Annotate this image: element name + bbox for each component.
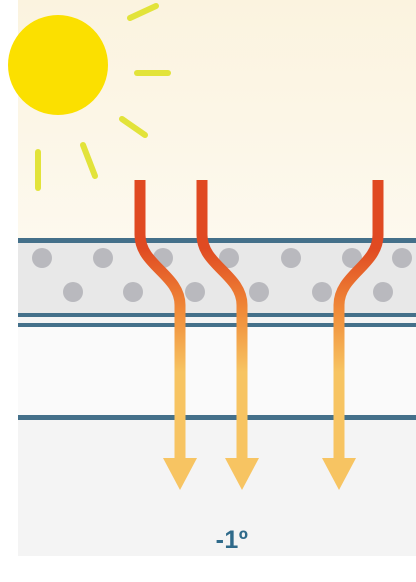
gas-particle-icon [392,248,412,268]
pane-gap [18,323,416,415]
glass-line-upper-mid [18,313,416,317]
glass-line-lower-mid [18,323,416,327]
gas-particle-icon [249,282,269,302]
gas-particle-icon [373,282,393,302]
sun-disc [8,15,108,115]
bottom-band [18,556,416,582]
gas-particle-icon [312,282,332,302]
gas-particle-icon [63,282,83,302]
gas-particle-icon [32,248,52,268]
glass-line-top [18,238,416,243]
glass-line-bottom [18,415,416,420]
gas-particle-icon [123,282,143,302]
gas-particle-icon [281,248,301,268]
gas-particle-icon [93,248,113,268]
gas-particle-icon [185,282,205,302]
temperature-label: -1º [0,526,416,555]
